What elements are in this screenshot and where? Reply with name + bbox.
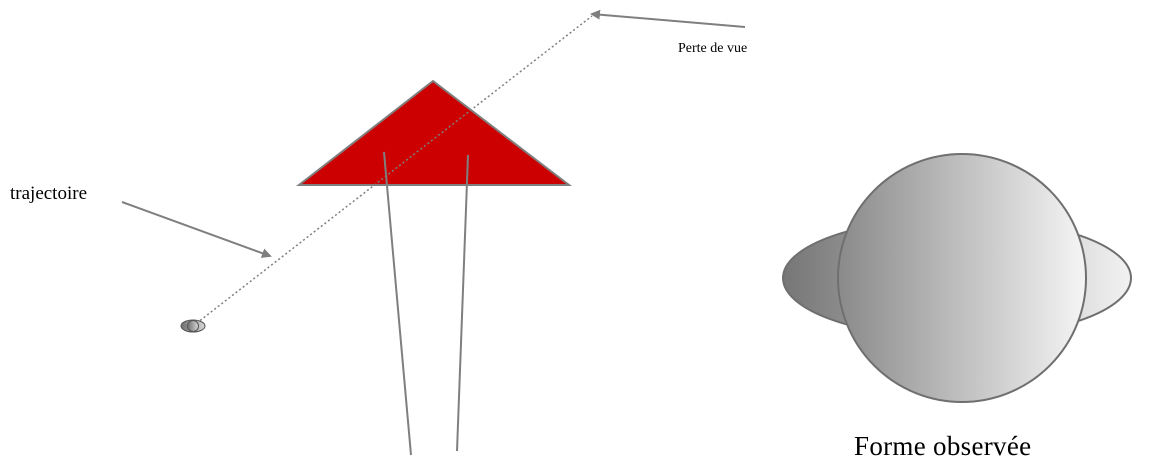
observed-shape [782, 153, 1132, 403]
red-roof-triangle [296, 79, 572, 186]
trajectory-label: trajectoire [10, 183, 87, 204]
observed-shape-sphere [837, 153, 1087, 403]
small-object-icon [180, 319, 206, 333]
loss-of-sight-label: Perte de vue [678, 41, 747, 56]
sight-line-left [383, 151, 412, 456]
observed-shape-label: Forme observée [854, 431, 1031, 461]
loss-of-sight-arrow [590, 9, 746, 28]
trajectory-dotted-line [192, 15, 593, 327]
sight-line-right [456, 154, 469, 452]
trajectory-arrow [121, 201, 272, 258]
